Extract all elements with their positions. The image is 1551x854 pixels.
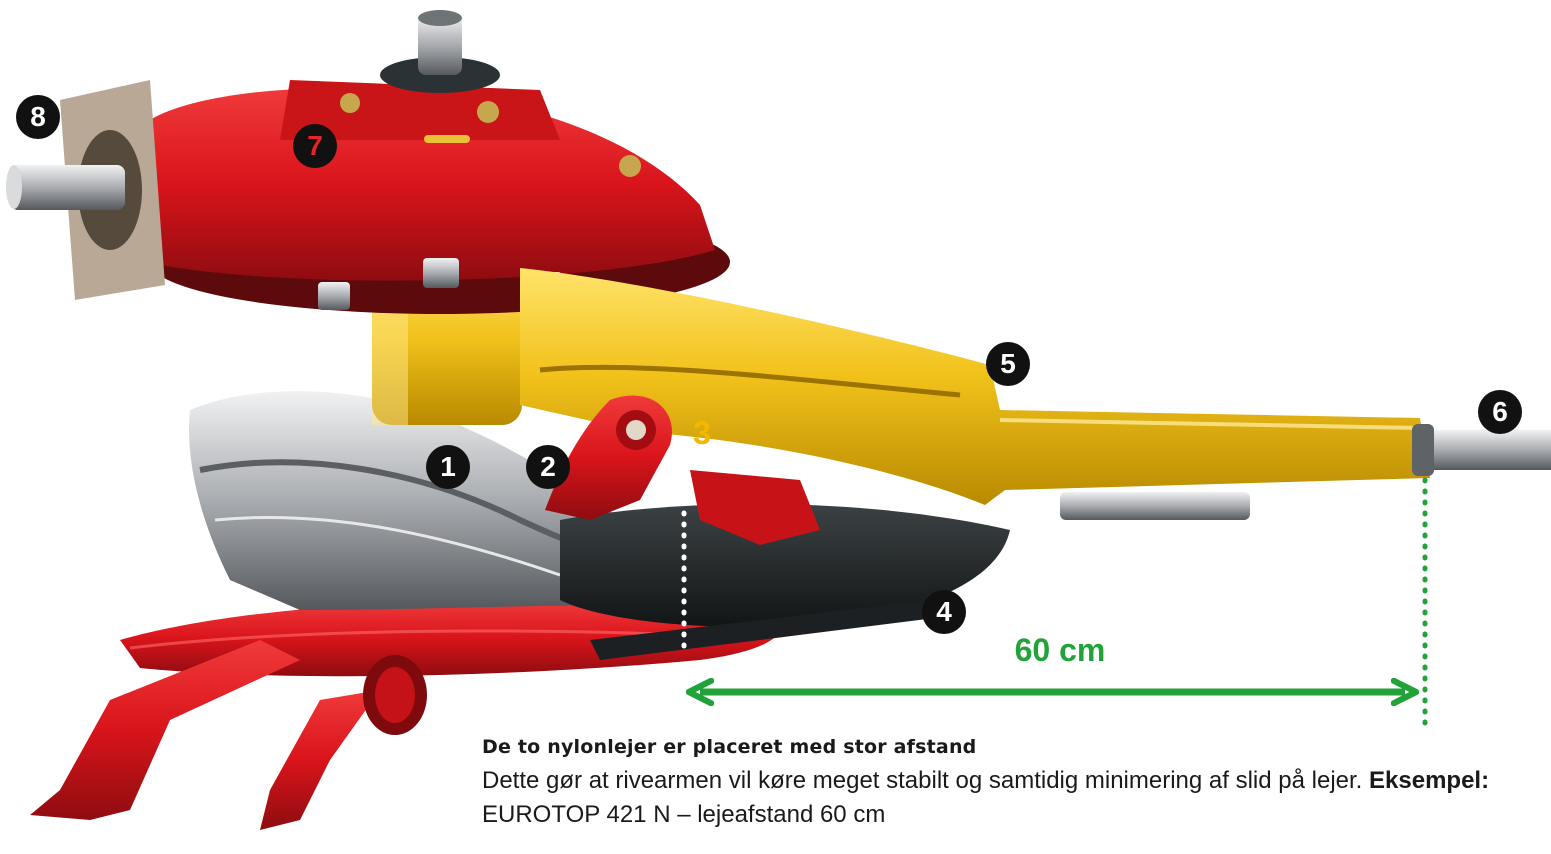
caption-example-text: EUROTOP 421 N – lejeafstand 60 cm <box>482 801 886 828</box>
pto-shaft-flange <box>6 80 165 300</box>
rake-arm <box>520 268 1430 520</box>
dimension-label: 60 cm <box>1014 632 1106 668</box>
marker-4-label: 4 <box>936 596 952 627</box>
marker-7: 7 <box>293 124 337 168</box>
marker-1: 1 <box>426 445 470 489</box>
marker-4: 4 <box>922 590 966 634</box>
marker-2-label: 2 <box>540 451 556 482</box>
marker-7-label: 7 <box>307 130 323 161</box>
marker-6-label: 6 <box>1492 396 1508 427</box>
tine-tube <box>1412 424 1551 476</box>
marker-8-label: 8 <box>30 101 46 132</box>
marker-3-label: 3 <box>693 415 711 451</box>
dimension-guides <box>681 477 1428 733</box>
caption-example-label: Eksempel: <box>1369 767 1490 794</box>
caption-title: De to nylonlejer er placeret med stor af… <box>482 736 977 758</box>
marker-6: 6 <box>1478 390 1522 434</box>
caption-block: De to nylonlejer er placeret med stor af… <box>482 736 1542 832</box>
crank-tubes <box>30 640 427 830</box>
marker-5-label: 5 <box>1000 348 1016 379</box>
marker-8: 8 <box>16 95 60 139</box>
caption-body: Dette gør at rivearmen vil køre meget st… <box>482 764 1542 832</box>
marker-5: 5 <box>986 342 1030 386</box>
caption-body-text: Dette gør at rivearmen vil køre meget st… <box>482 767 1370 794</box>
nylon-bearing-lower <box>560 503 1010 660</box>
marker-2: 2 <box>526 445 570 489</box>
locking-lever <box>545 395 820 545</box>
marker-1-label: 1 <box>440 451 456 482</box>
marker-3: 3 <box>680 411 724 455</box>
